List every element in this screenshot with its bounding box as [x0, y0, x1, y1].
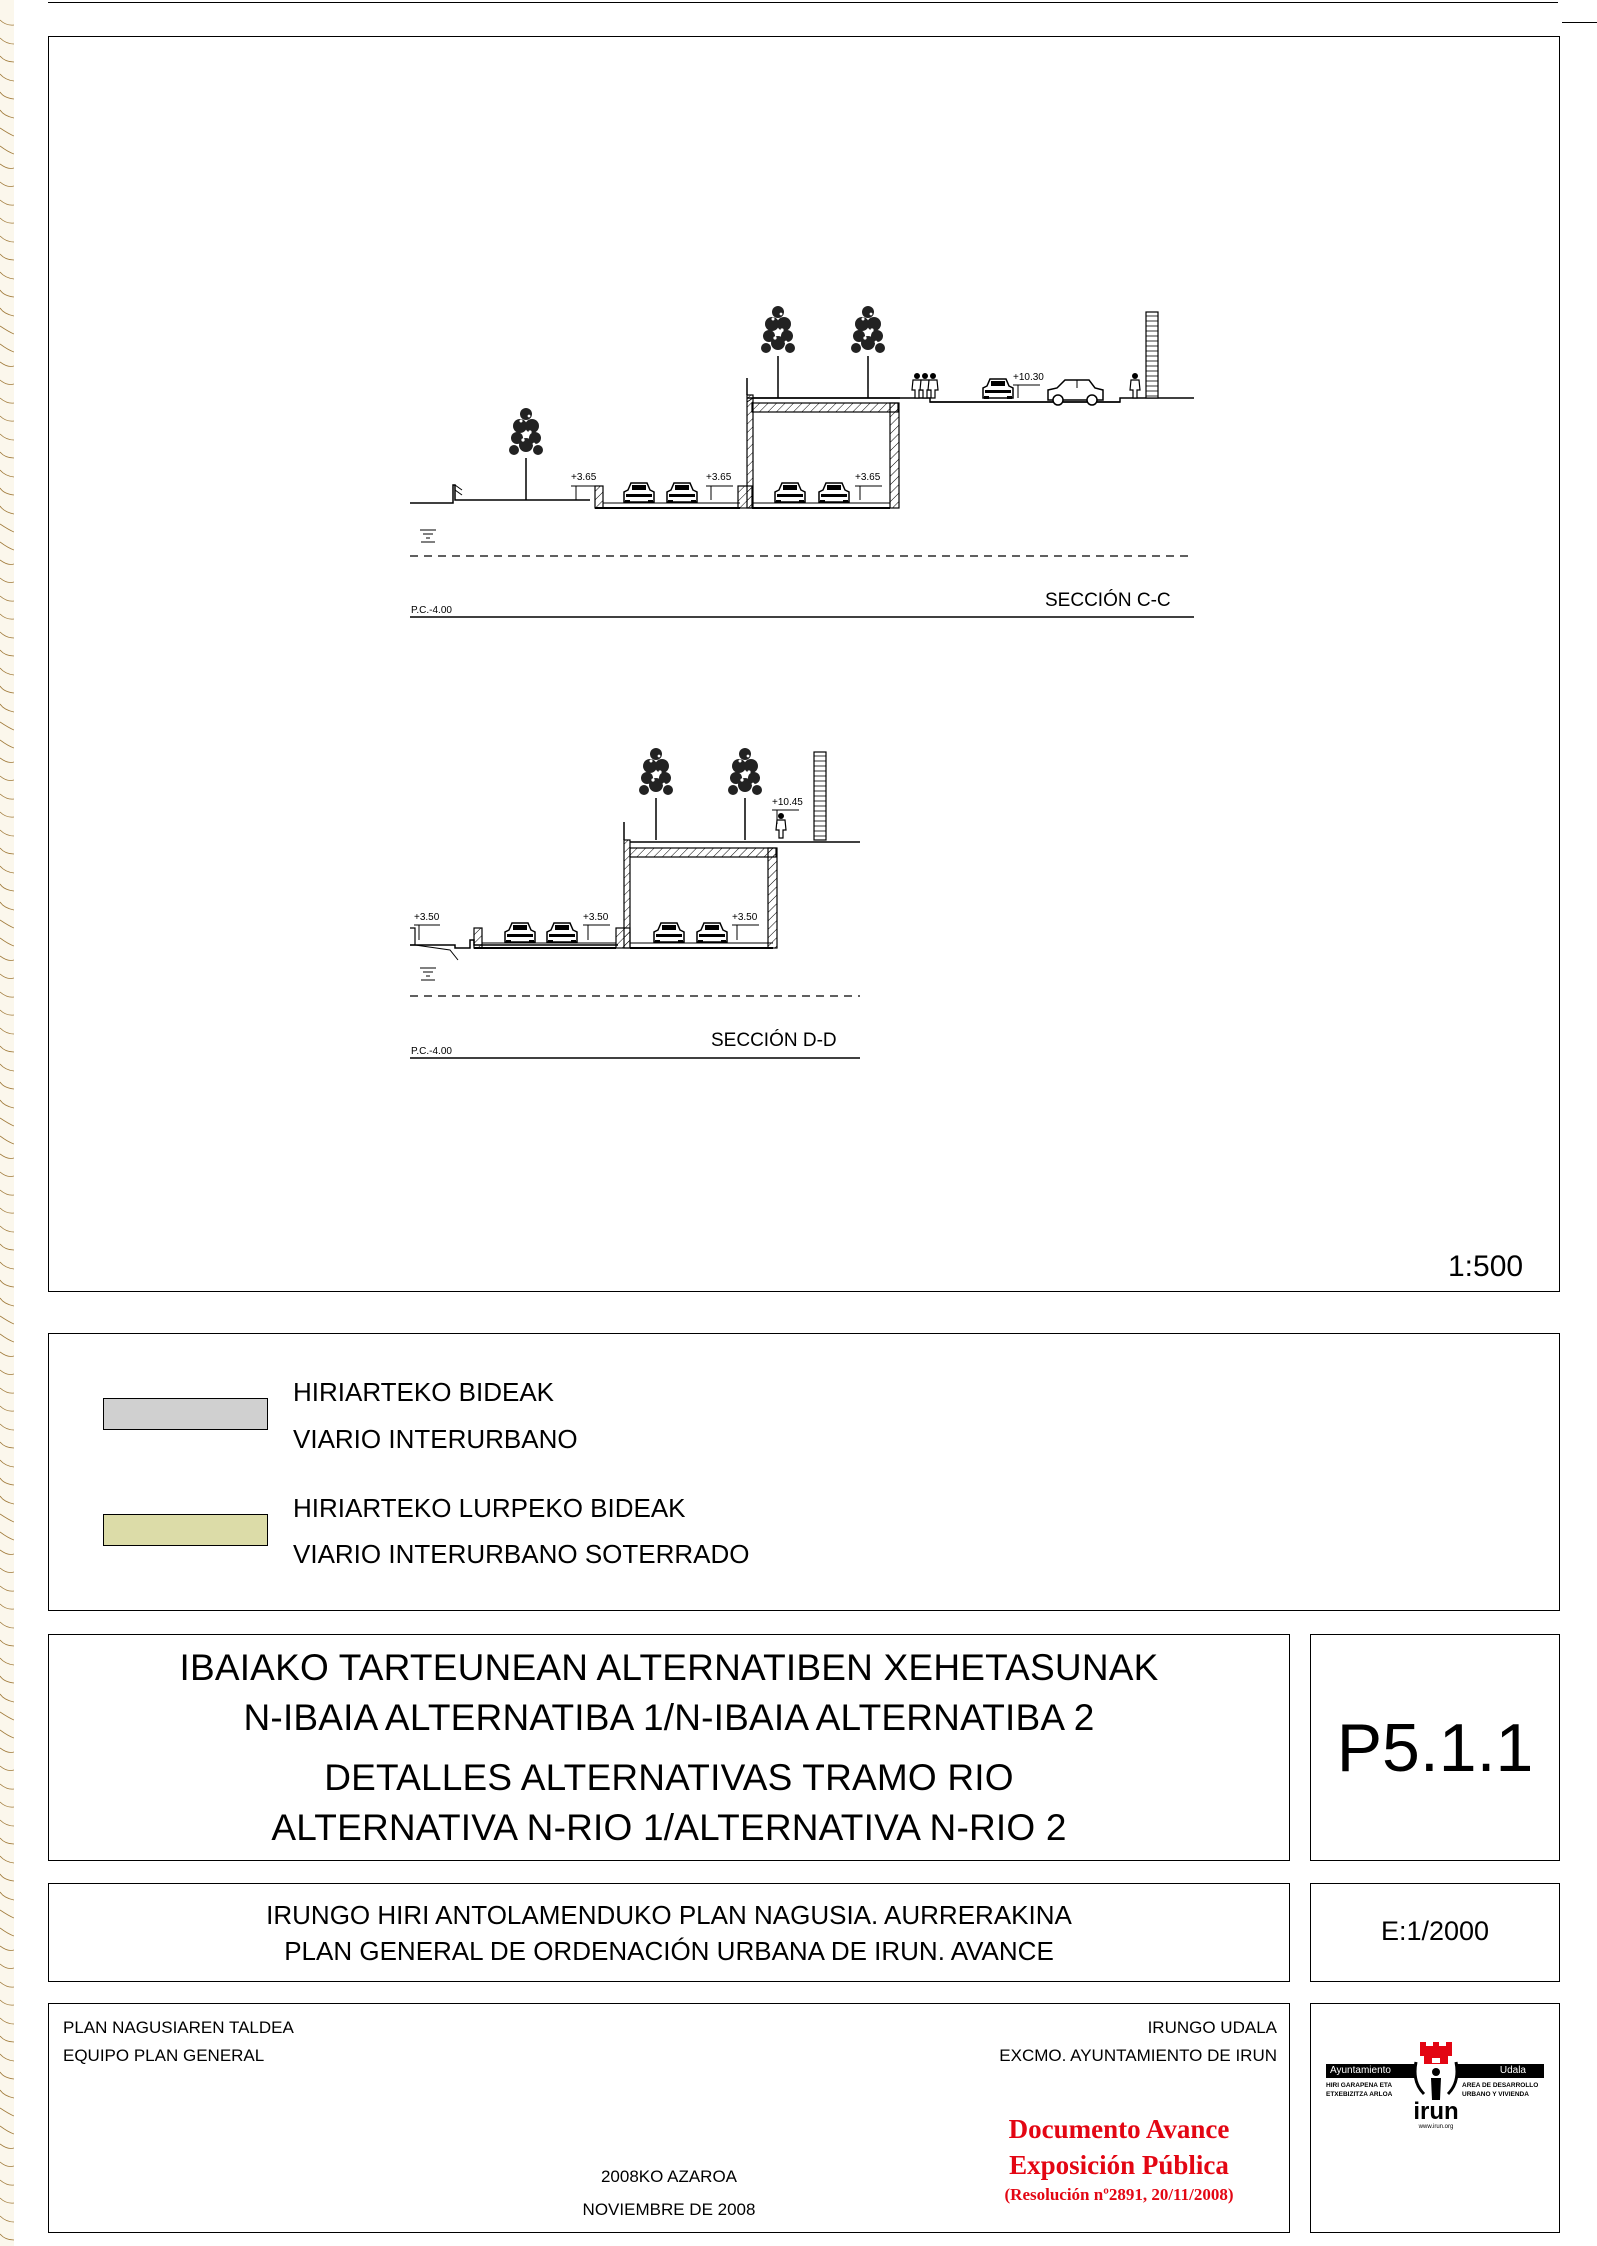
title-line-4: ALTERNATIVA N-RIO 1/ALTERNATIVA N-RIO 2	[271, 1807, 1067, 1848]
sheet-code: P5.1.1	[1336, 1710, 1534, 1786]
section-cc-level-2: +3.65	[706, 472, 732, 483]
logo-right-sub: AREA DE DESARROLLO URBANO Y VIVIENDA	[1462, 2082, 1539, 2098]
map-strip	[0, 0, 14, 2246]
scale-text: E:1/2000	[1380, 1916, 1490, 1946]
section-dd-label: SECCIÓN D-D	[711, 1030, 837, 1051]
title-line-3: DETALLES ALTERNATIVAS TRAMO RIO	[324, 1757, 1014, 1798]
team-es: EQUIPO PLAN GENERAL	[63, 2046, 265, 2065]
section-cc-label: SECCIÓN C-C	[1045, 590, 1171, 611]
plan-line-es: PLAN GENERAL DE ORDENACIÓN URBANA DE IRU…	[284, 1936, 1054, 1966]
section-cc	[410, 305, 1194, 618]
logo-name: irun	[1413, 2098, 1459, 2125]
drawing-scale: 1:500	[1448, 1250, 1524, 1283]
team-eu: PLAN NAGUSIAREN TALDEA	[63, 2018, 294, 2037]
council-es: EXCMO. AYUNTAMIENTO DE IRUN	[999, 2046, 1277, 2065]
top-right-tick	[1562, 22, 1597, 23]
scale-box: E:1/2000	[1310, 1883, 1560, 1982]
stamp-line-1: Documento Avance	[1008, 2114, 1230, 2144]
section-cc-pc-label: P.C.-4.00	[411, 605, 452, 616]
logo-left-sub: HIRI GARAPENA ETA ETXEBIZITZA ARLOA	[1326, 2082, 1393, 2098]
council-eu: IRUNGO UDALA	[1147, 2018, 1277, 2037]
section-dd-level-2: +3.50	[583, 912, 609, 923]
top-border-line	[48, 0, 1558, 3]
plan-line-eu: IRUNGO HIRI ANTOLAMENDUKO PLAN NAGUSIA. …	[266, 1900, 1072, 1930]
section-dd-level-1: +3.50	[414, 912, 440, 923]
plan-box: IRUNGO HIRI ANTOLAMENDUKO PLAN NAGUSIA. …	[48, 1883, 1290, 1982]
legend-swatch-underground	[103, 1514, 268, 1546]
legend-swatch-interurban	[103, 1398, 268, 1430]
logo-url: www.irun.org	[1418, 2124, 1454, 2130]
legend-label-eu-1: HIRIARTEKO BIDEAK	[293, 1377, 555, 1407]
legend-label-es-1: VIARIO INTERURBANO	[293, 1424, 578, 1454]
title-line-1: IBAIAKO TARTEUNEAN ALTERNATIBEN XEHETASU…	[179, 1647, 1159, 1688]
logo-box: Ayuntamiento Udala HIRI GARAPENA ETA ETX…	[1310, 2003, 1560, 2233]
footer-box: PLAN NAGUSIAREN TALDEA EQUIPO PLAN GENER…	[48, 2003, 1290, 2233]
section-dd-level-3: +3.50	[732, 912, 758, 923]
title-line-2: N-IBAIA ALTERNATIBA 1/N-IBAIA ALTERNATIB…	[243, 1697, 1095, 1738]
irun-logo: Ayuntamiento Udala HIRI GARAPENA ETA ETX…	[1326, 2042, 1544, 2164]
section-cc-level-1: +3.65	[571, 472, 597, 483]
section-dd-level-4: +10.45	[772, 797, 803, 808]
section-dd-pc-label: P.C.-4.00	[411, 1046, 452, 1057]
logo-right-tab: Udala	[1456, 2064, 1544, 2078]
drawing-frame	[48, 36, 1560, 1292]
sections-drawing	[410, 305, 1194, 1059]
irun-emblem	[1414, 2042, 1458, 2100]
legend-label-eu-2: HIRIARTEKO LURPEKO BIDEAK	[293, 1493, 686, 1523]
sheet-code-box: P5.1.1	[1310, 1634, 1560, 1861]
legend-box: HIRIARTEKO BIDEAK VIARIO INTERURBANO HIR…	[48, 1333, 1560, 1611]
legend-label-es-2: VIARIO INTERURBANO SOTERRADO	[293, 1539, 750, 1569]
date-eu: 2008KO AZAROA	[600, 2167, 738, 2186]
section-dd	[410, 747, 860, 1059]
section-cc-level-4: +10.30	[1013, 372, 1044, 383]
stamp-line-2: Exposición Pública	[1009, 2150, 1229, 2180]
title-box: IBAIAKO TARTEUNEAN ALTERNATIBEN XEHETASU…	[48, 1634, 1290, 1861]
section-cc-level-3: +3.65	[855, 472, 881, 483]
stamp-line-3: (Resolución nº2891, 20/11/2008)	[1004, 2185, 1234, 2204]
logo-left-tab: Ayuntamiento	[1326, 2064, 1414, 2078]
date-es: NOVIEMBRE DE 2008	[582, 2200, 756, 2219]
